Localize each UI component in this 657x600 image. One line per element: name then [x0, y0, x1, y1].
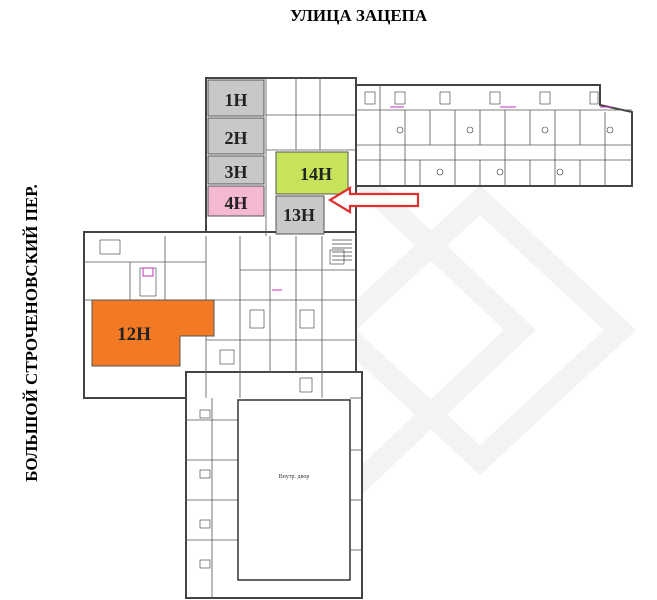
courtyard-label: Внутр. двор: [279, 474, 310, 480]
magenta-marks: [142, 106, 612, 291]
unit-13H[interactable]: 13Н: [275, 195, 325, 235]
staircase: [332, 239, 352, 261]
pointer-arrow-icon: [327, 186, 420, 214]
unit-label-2H: 2Н: [224, 128, 247, 148]
unit-label-1H: 1Н: [224, 90, 247, 110]
unit-label-14H: 14Н: [300, 164, 332, 184]
street-label-zatsepa: УЛИЦА ЗАЦЕПА: [290, 6, 428, 25]
unit-label-13H: 13Н: [283, 205, 315, 225]
unit-4H[interactable]: 4Н: [207, 185, 265, 217]
unit-label-12H: 12Н: [117, 324, 151, 345]
unit-2H[interactable]: 2Н: [207, 117, 265, 155]
unit-label-3H: 3Н: [224, 162, 247, 182]
courtyard: [237, 399, 351, 581]
unit-14H[interactable]: 14Н: [275, 151, 349, 195]
unit-3H[interactable]: 3Н: [207, 155, 265, 185]
unit-1H[interactable]: 1Н: [207, 79, 265, 117]
detail-marks: [99, 91, 614, 569]
unit-label-4H: 4Н: [224, 193, 247, 213]
north-wing: [355, 84, 633, 187]
unit-12H[interactable]: 12Н: [91, 299, 215, 367]
